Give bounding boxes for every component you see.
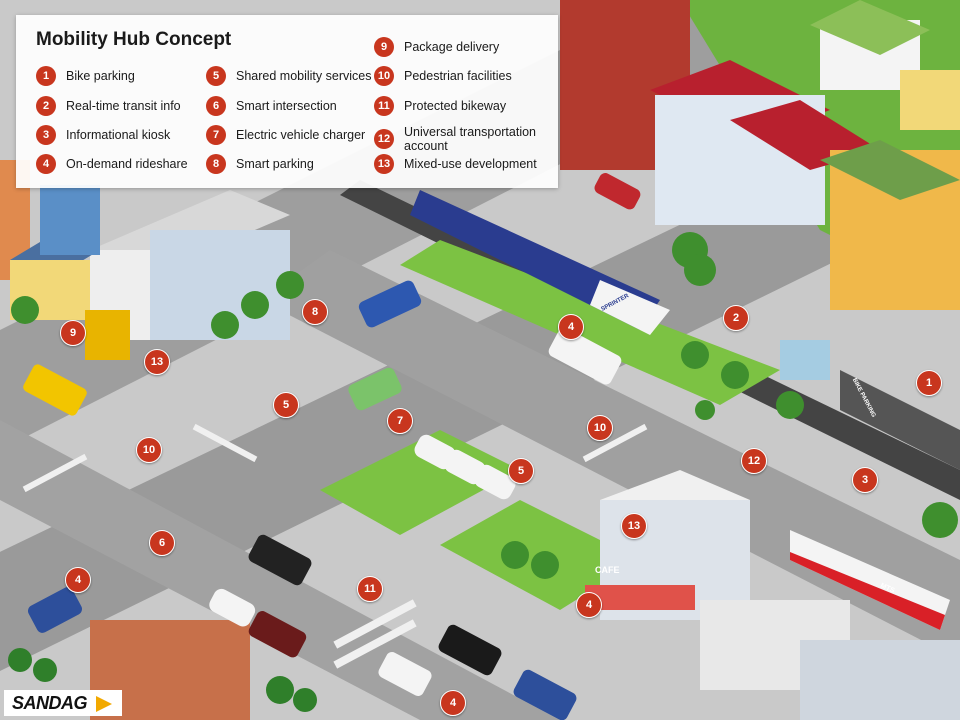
legend-item-10: 10 Pedestrian facilities [374, 66, 512, 86]
map-marker-4: 4 [440, 690, 466, 716]
map-marker-13: 13 [621, 513, 647, 539]
house-roof [810, 0, 930, 55]
map-marker-11: 11 [357, 576, 383, 602]
legend-item-11: 11 Protected bikeway [374, 96, 506, 116]
legend-label: Package delivery [404, 40, 500, 54]
legend-number-badge: 5 [206, 66, 226, 86]
map-marker-3: 3 [852, 467, 878, 493]
legend-item-2: 2 Real-time transit info [36, 96, 181, 116]
legend-label: Mixed-use development [404, 157, 537, 171]
house-roof-green [820, 140, 960, 200]
house-yellow-small [900, 70, 960, 130]
sprinter-front [590, 280, 670, 335]
legend-label: Pedestrian facilities [404, 69, 512, 83]
shop-building [800, 640, 960, 720]
map-marker-13: 13 [144, 349, 170, 375]
cars [23, 173, 641, 720]
map-marker-12: 12 [741, 448, 767, 474]
logo-swoosh-icon [96, 696, 112, 712]
legend-number-badge: 2 [36, 96, 56, 116]
mts-bus-stripe [790, 552, 945, 630]
legend-label: Smart parking [236, 157, 314, 171]
legend-label: On-demand rideshare [66, 157, 188, 171]
legend-number-badge: 3 [36, 125, 56, 145]
bus-shelter [780, 340, 830, 380]
sandag-logo-text: SANDAG [12, 693, 88, 713]
legend-item-9: 9 Package delivery [374, 37, 499, 57]
legend-label: Electric vehicle charger [236, 128, 366, 142]
map-marker-5: 5 [273, 392, 299, 418]
tower [40, 185, 100, 255]
legend-item-7: 7 Electric vehicle charger [206, 125, 365, 145]
legend-panel: Mobility Hub Concept 1 Bike parking 2 Real-… [16, 15, 558, 188]
map-marker-1: 1 [916, 370, 942, 396]
legend-number-badge: 4 [36, 154, 56, 174]
legend-number-badge: 6 [206, 96, 226, 116]
map-marker-2: 2 [723, 305, 749, 331]
map-marker-9: 9 [60, 320, 86, 346]
legend-number-badge: 8 [206, 154, 226, 174]
cross-road-right [260, 250, 960, 660]
legend-label: Real-time transit info [66, 99, 181, 113]
legend-item-12: 12 Universal transportation account [374, 125, 544, 153]
cafe-awning [585, 585, 695, 610]
legend-item-3: 3 Informational kiosk [36, 125, 170, 145]
legend-item-1: 1 Bike parking [36, 66, 135, 86]
legend-label: Informational kiosk [66, 128, 171, 142]
legend-item-5: 5 Shared mobility services [206, 66, 371, 86]
map-marker-4: 4 [558, 314, 584, 340]
palm-trees [8, 648, 317, 712]
map-marker-4: 4 [576, 592, 602, 618]
legend-number-badge: 10 [374, 66, 394, 86]
legend-label: Smart intersection [236, 99, 337, 113]
map-marker-4: 4 [65, 567, 91, 593]
map-marker-10: 10 [587, 415, 613, 441]
map-marker-7: 7 [387, 408, 413, 434]
legend-number-badge: 7 [206, 125, 226, 145]
package-lockers [85, 310, 130, 360]
legend-label: Bike parking [66, 69, 135, 83]
sandag-logo: SANDAG [4, 690, 122, 716]
map-marker-10: 10 [136, 437, 162, 463]
legend-number-badge: 9 [374, 37, 394, 57]
legend-item-8: 8 Smart parking [206, 154, 314, 174]
legend-label: Protected bikeway [404, 99, 507, 113]
legend-item-6: 6 Smart intersection [206, 96, 337, 116]
bike-parking-shelter [840, 370, 960, 470]
map-marker-5: 5 [508, 458, 534, 484]
legend-item-4: 4 On-demand rideshare [36, 154, 188, 174]
legend-number-badge: 11 [374, 96, 394, 116]
diagram-title: Mobility Hub Concept [36, 29, 232, 50]
legend-label: Universal transportation account [404, 125, 537, 153]
legend-number-badge: 12 [374, 129, 394, 149]
legend-label: Shared mobility services [236, 69, 372, 83]
map-marker-6: 6 [149, 530, 175, 556]
crosswalks [22, 423, 648, 669]
legend-item-13: 13 Mixed-use development [374, 154, 537, 174]
cafe-sign: CAFE [595, 565, 620, 575]
trees [11, 232, 958, 579]
map-marker-8: 8 [302, 299, 328, 325]
legend-number-badge: 1 [36, 66, 56, 86]
legend-number-badge: 13 [374, 154, 394, 174]
